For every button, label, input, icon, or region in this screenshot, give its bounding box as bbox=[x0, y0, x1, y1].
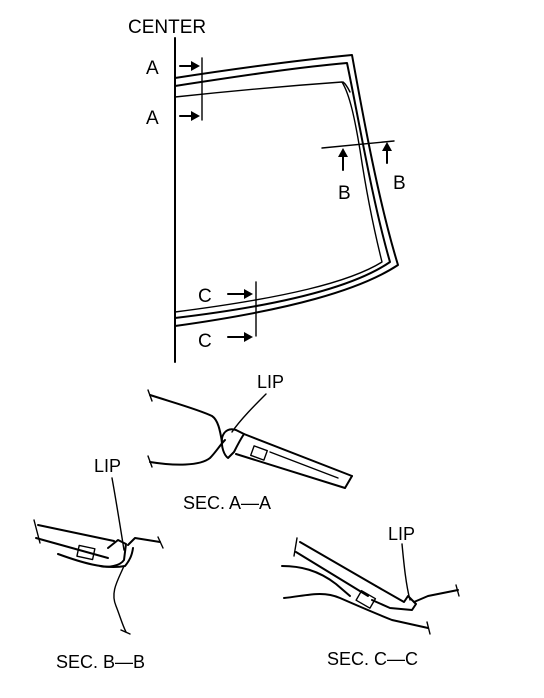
sec-a-lip-label: LIP bbox=[257, 372, 284, 392]
windshield-glass-edge bbox=[174, 81, 383, 313]
sec-c-lip-break-mark bbox=[455, 584, 460, 597]
sec-b-lip-leader bbox=[111, 477, 125, 551]
sec-b-lip-label: LIP bbox=[94, 456, 121, 476]
sec-b-body-curve bbox=[113, 565, 127, 633]
c-label-top: C bbox=[198, 286, 212, 307]
sec-c-break-mark bbox=[293, 537, 298, 557]
sec-a-body-lower bbox=[149, 439, 226, 466]
windshield-outer-edge bbox=[174, 54, 399, 327]
arrow-b-left-icon bbox=[338, 148, 348, 157]
a-label-bottom: A bbox=[146, 108, 159, 129]
sec-c-lip-leader bbox=[401, 543, 411, 601]
sec-b-glass-lower bbox=[35, 537, 109, 559]
sec-b-adhesive bbox=[76, 544, 96, 561]
center-label: CENTER bbox=[128, 17, 206, 38]
sec-a-body-upper bbox=[149, 394, 223, 443]
sec-a-adhesive bbox=[250, 445, 268, 461]
sec-a-break-mark-top bbox=[147, 389, 153, 402]
sec-a-break-mark-bottom bbox=[147, 455, 153, 468]
sec-c-title: SEC. C—C bbox=[327, 649, 418, 669]
windshield-molding-edge bbox=[174, 62, 391, 319]
sec-a-molding bbox=[220, 428, 245, 459]
section-c-c: LIP SEC. C—C bbox=[281, 524, 460, 669]
section-a-a: LIP SEC. A—A bbox=[147, 372, 353, 513]
sec-b-break-mark bbox=[33, 519, 41, 544]
sec-a-glass-hatch bbox=[269, 451, 339, 479]
sec-a-glass-upper bbox=[243, 433, 353, 477]
c-label-bottom: C bbox=[198, 331, 212, 352]
sec-b-body-flange bbox=[127, 537, 161, 546]
a-label-top: A bbox=[146, 58, 159, 79]
sec-a-lip-leader bbox=[231, 393, 267, 433]
sec-b-break-mark-bottom bbox=[120, 629, 131, 635]
section-b-b: LIP SEC. B—B bbox=[33, 456, 164, 672]
sec-b-glass-upper bbox=[37, 524, 115, 542]
sec-c-body-upper bbox=[281, 565, 351, 597]
sec-b-break-mark-right bbox=[157, 536, 164, 549]
b-label-right: B bbox=[393, 173, 406, 194]
sec-c-glass-upper bbox=[299, 541, 377, 587]
sec-c-lip-extension bbox=[413, 589, 459, 603]
sec-c-lip-label: LIP bbox=[388, 524, 415, 544]
arrow-c-bottom-icon bbox=[244, 332, 253, 342]
sec-a-glass-lower bbox=[235, 453, 346, 489]
sec-c-break-mark-bottom bbox=[426, 621, 431, 635]
corner-detail-line bbox=[342, 81, 351, 93]
arrow-a-top-icon bbox=[191, 61, 200, 71]
section-b-line bbox=[321, 140, 395, 149]
sec-c-body-lower bbox=[283, 592, 429, 629]
sec-c-glass-lower bbox=[295, 551, 369, 597]
windshield-view: CENTER A A B B C C bbox=[128, 17, 406, 363]
sec-a-title: SEC. A—A bbox=[183, 493, 271, 513]
sec-c-adhesive bbox=[355, 589, 377, 609]
sec-b-title: SEC. B—B bbox=[56, 652, 145, 672]
arrow-c-top-icon bbox=[244, 289, 253, 299]
sec-a-glass-end bbox=[344, 475, 353, 489]
arrow-b-right-icon bbox=[382, 142, 392, 151]
sec-c-molding bbox=[371, 585, 417, 611]
sec-b-molding bbox=[99, 539, 127, 568]
arrow-a-bottom-icon bbox=[191, 111, 200, 121]
b-label-left: B bbox=[338, 183, 351, 204]
sec-b-body-panel bbox=[57, 547, 134, 569]
